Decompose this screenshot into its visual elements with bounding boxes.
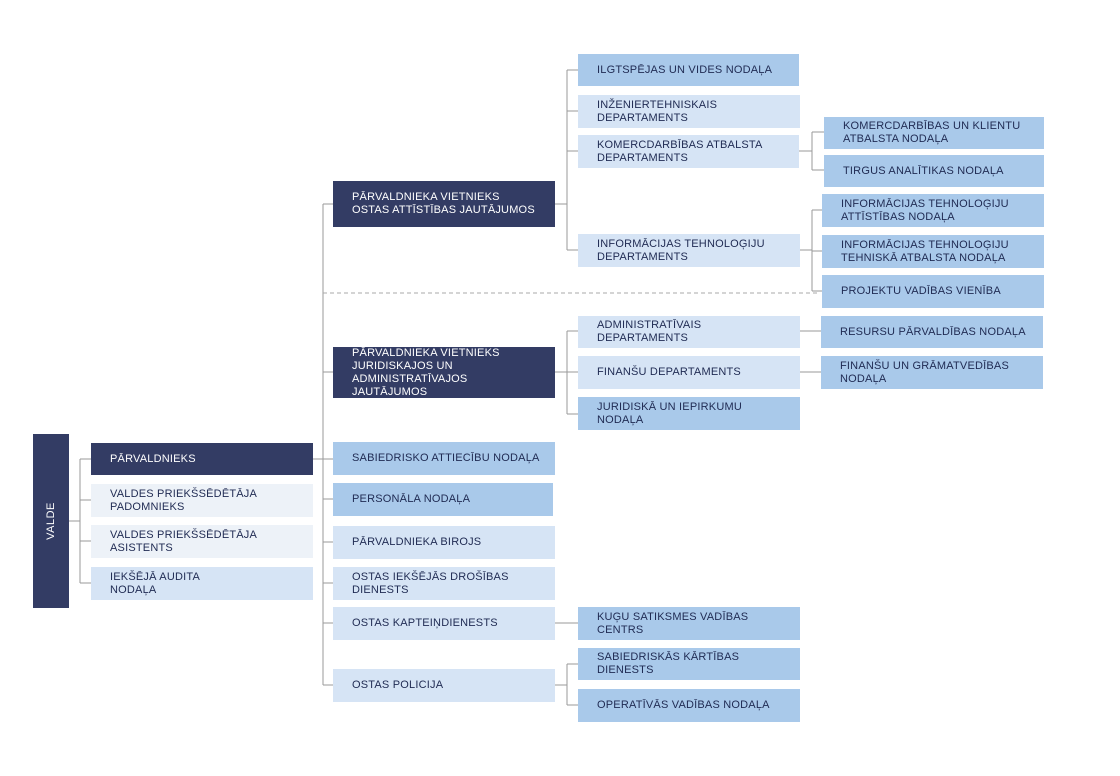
deputy-development-box: PĀRVALDNIEKA VIETNIEKS OSTAS ATTĪSTĪBAS …	[333, 181, 555, 227]
resource-management-box: RESURSU PĀRVALDĪBAS NODAĻA	[821, 316, 1043, 348]
market-analytics-box: TIRGUS ANALĪTIKAS NODAĻA	[824, 155, 1044, 187]
operational-management-box: OPERATĪVĀS VADĪBAS NODAĻA	[578, 689, 800, 722]
manager-office-box: PĀRVALDNIEKA BIROJS	[333, 526, 555, 559]
manager-box: PĀRVALDNIEKS	[91, 443, 313, 475]
legal-procurement-box: JURIDISKĀ UN IEPIRKUMU NODAĻA	[578, 397, 800, 430]
port-police-box: OSTAS POLICIJA	[333, 669, 555, 702]
harbour-master-box: OSTAS KAPTEIŅDIENESTS	[333, 607, 555, 640]
sustainability-box: ILGTSPĒJAS UN VIDES NODAĻA	[578, 54, 799, 86]
board-box: VALDE	[33, 434, 69, 608]
finance-department-box: FINANŠU DEPARTAMENTS	[578, 356, 800, 389]
internal-audit-box: IEKŠĒJĀ AUDITA NODAĻA	[91, 567, 313, 600]
public-relations-box: SABIEDRISKO ATTIECĪBU NODAĻA	[333, 442, 555, 475]
public-order-service-box: SABIEDRISKĀS KĀRTĪBAS DIENESTS	[578, 648, 800, 680]
it-technical-support-box: INFORMĀCIJAS TEHNOLOĢIJU TEHNISKĀ ATBALS…	[822, 235, 1044, 268]
project-management-box: PROJEKTU VADĪBAS VIENĪBA	[822, 275, 1044, 308]
personnel-box: PERSONĀLA NODAĻA	[333, 483, 553, 516]
it-department-box: INFORMĀCIJAS TEHNOLOĢIJU DEPARTAMENTS	[578, 234, 800, 267]
board-chair-advisor-box: VALDES PRIEKŠSĒDĒTĀJA PADOMNIEKS	[91, 484, 313, 517]
finance-accounting-box: FINANŠU UN GRĀMATVEDĪBAS NODAĻA	[821, 356, 1043, 389]
vessel-traffic-centre-box: KUĢU SATIKSMES VADĪBAS CENTRS	[578, 607, 800, 640]
board-label: VALDE	[45, 502, 58, 540]
commercial-client-support-box: KOMERCDARBĪBAS UN KLIENTU ATBALSTA NODAĻ…	[824, 117, 1044, 149]
internal-security-box: OSTAS IEKŠĒJĀS DROŠĪBAS DIENESTS	[333, 567, 555, 600]
board-chair-assistant-box: VALDES PRIEKŠSĒDĒTĀJA ASISTENTS	[91, 525, 313, 558]
engineering-box: INŽENIERTEHNISKAIS DEPARTAMENTS	[578, 95, 800, 128]
it-development-box: INFORMĀCIJAS TEHNOLOĢIJU ATTĪSTĪBAS NODA…	[822, 194, 1044, 227]
commercial-support-box: KOMERCDARBĪBAS ATBALSTA DEPARTAMENTS	[578, 135, 799, 168]
deputy-legal-admin-box: PĀRVALDNIEKA VIETNIEKS JURIDISKAJOS UN A…	[333, 347, 555, 398]
administrative-department-box: ADMINISTRATĪVAIS DEPARTAMENTS	[578, 316, 800, 348]
